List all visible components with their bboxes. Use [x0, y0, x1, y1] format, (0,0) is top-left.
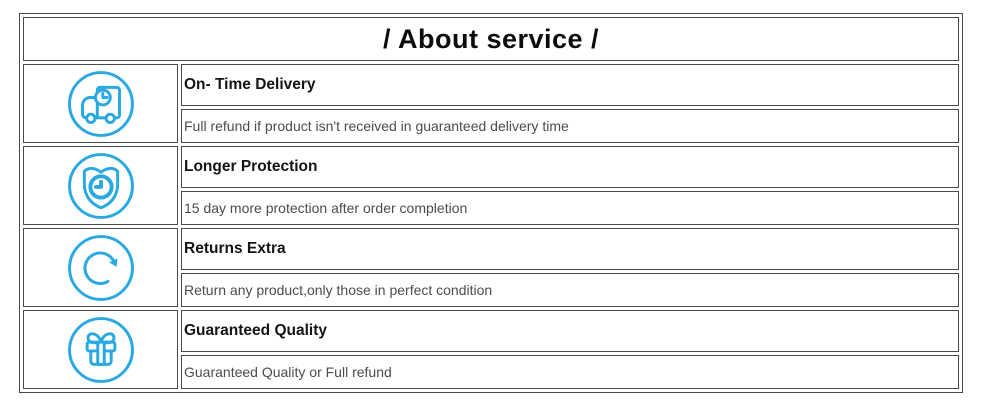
- service-row-desc: Return any product,only those in perfect…: [23, 273, 959, 307]
- shield-clock-icon: [67, 152, 134, 219]
- service-icon-cell: [23, 146, 178, 225]
- service-title: On- Time Delivery: [181, 64, 959, 106]
- service-description: 15 day more protection after order compl…: [181, 191, 959, 225]
- service-description: Return any product,only those in perfect…: [181, 273, 959, 307]
- about-service-table: / About service / On- Time Delivery Full…: [19, 13, 963, 393]
- service-title: Returns Extra: [181, 228, 959, 270]
- header-row: / About service /: [23, 17, 959, 61]
- service-row-desc: Full refund if product isn't received in…: [23, 109, 959, 143]
- service-description: Guaranteed Quality or Full refund: [181, 355, 959, 389]
- service-icon-cell: [23, 310, 178, 389]
- service-row: Longer Protection: [23, 146, 959, 225]
- service-title: Longer Protection: [181, 146, 959, 188]
- refresh-arrows-icon: [67, 234, 134, 301]
- service-icon-cell: [23, 64, 178, 143]
- about-service-title: / About service /: [23, 17, 959, 61]
- service-title: Guaranteed Quality: [181, 310, 959, 352]
- truck-clock-icon: [67, 70, 134, 137]
- service-row: On- Time Delivery: [23, 64, 959, 143]
- service-icon-cell: [23, 228, 178, 307]
- service-row: Returns Extra: [23, 228, 959, 307]
- service-description: Full refund if product isn't received in…: [181, 109, 959, 143]
- gift-icon: [67, 316, 134, 383]
- service-row-desc: Guaranteed Quality or Full refund: [23, 355, 959, 389]
- service-row: Guaranteed Quality: [23, 310, 959, 389]
- service-row-desc: 15 day more protection after order compl…: [23, 191, 959, 225]
